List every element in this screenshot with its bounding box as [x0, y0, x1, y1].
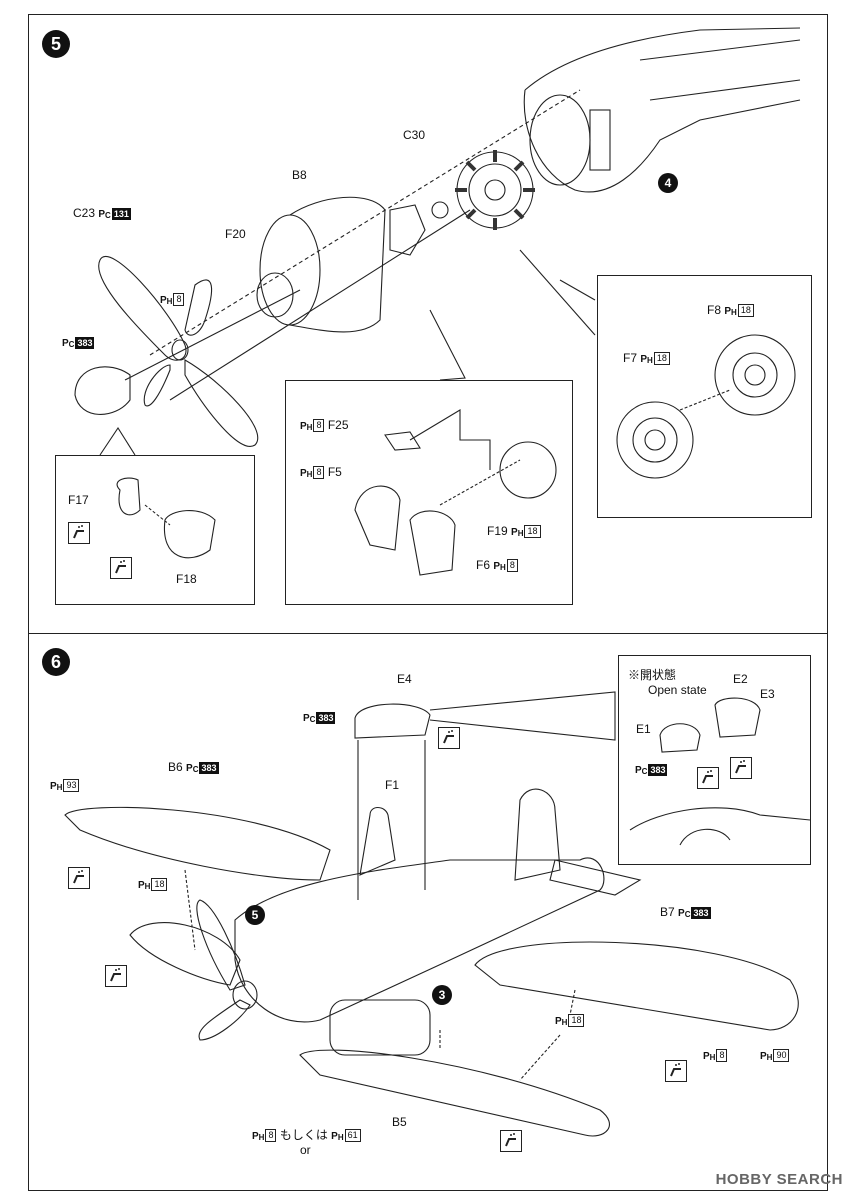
label-open-state-jp: ※開状態: [628, 668, 677, 682]
cowling-front: [259, 214, 321, 326]
glue-icon: [697, 767, 719, 789]
paint-code-spinner: 383: [75, 336, 95, 349]
label-b5: B5: [392, 1115, 407, 1129]
right-wing-b7: [474, 941, 799, 1031]
glue-icon: [68, 867, 90, 889]
fuselage: [234, 857, 605, 1023]
paint-pc-prefix: PC: [98, 209, 111, 220]
watermark: HOBBY SEARCH: [715, 1171, 843, 1188]
engine-f8: [714, 334, 796, 416]
fuselage-outline-bottom: [523, 89, 801, 193]
glue-icon: [500, 1130, 522, 1152]
step-5-number: 5: [42, 30, 70, 58]
step-6-number: 6: [42, 648, 70, 676]
paint-code-c23: 131: [111, 207, 131, 220]
label-f1: F1: [385, 778, 400, 792]
left-wing-b6: [64, 806, 331, 881]
glue-icon: [730, 757, 752, 779]
lower-wing-b5: [299, 1049, 610, 1137]
glue-icon: [665, 1060, 687, 1082]
engine-f7: [616, 401, 694, 479]
canopy-e4: [354, 703, 431, 739]
engine-radial-c: [455, 150, 535, 230]
label-e2: E2: [733, 672, 748, 686]
cylinder-block: [329, 999, 431, 1056]
label-c30: C30: [403, 128, 426, 142]
glue-icon: [110, 557, 132, 579]
glue-icon: [438, 727, 460, 749]
label-e3: E3: [760, 687, 775, 701]
label-f18: F18: [176, 572, 197, 586]
ref-step-4: 4: [658, 173, 678, 193]
fuselage-outline-top: [524, 27, 801, 91]
label-or: or: [300, 1143, 311, 1157]
label-f20: F20: [225, 227, 246, 241]
ref-step-3: 3: [432, 985, 452, 1005]
inset-engine-assembly: [597, 275, 812, 518]
inset-spinner-assembly: [55, 455, 255, 605]
pilot-f1: [359, 806, 396, 876]
step-6-panel: [28, 633, 828, 1191]
label-e1: E1: [636, 722, 651, 736]
inset-open-canopy: [618, 655, 811, 865]
glue-icon: [68, 522, 90, 544]
label-b8: B8: [292, 168, 307, 182]
label-e4: E4: [397, 672, 412, 686]
ref-step-5: 5: [245, 905, 265, 925]
propeller: [98, 256, 259, 447]
spinner: [74, 366, 131, 415]
part-id-c23: C23: [73, 206, 96, 220]
glue-icon: [105, 965, 127, 987]
inset-gearbox-assembly: [285, 380, 573, 605]
left-stab: [129, 922, 241, 986]
label-f17: F17: [68, 493, 89, 507]
label-open-state-en: Open state: [648, 683, 707, 697]
paint-code-ph8-top: 8: [173, 293, 185, 307]
